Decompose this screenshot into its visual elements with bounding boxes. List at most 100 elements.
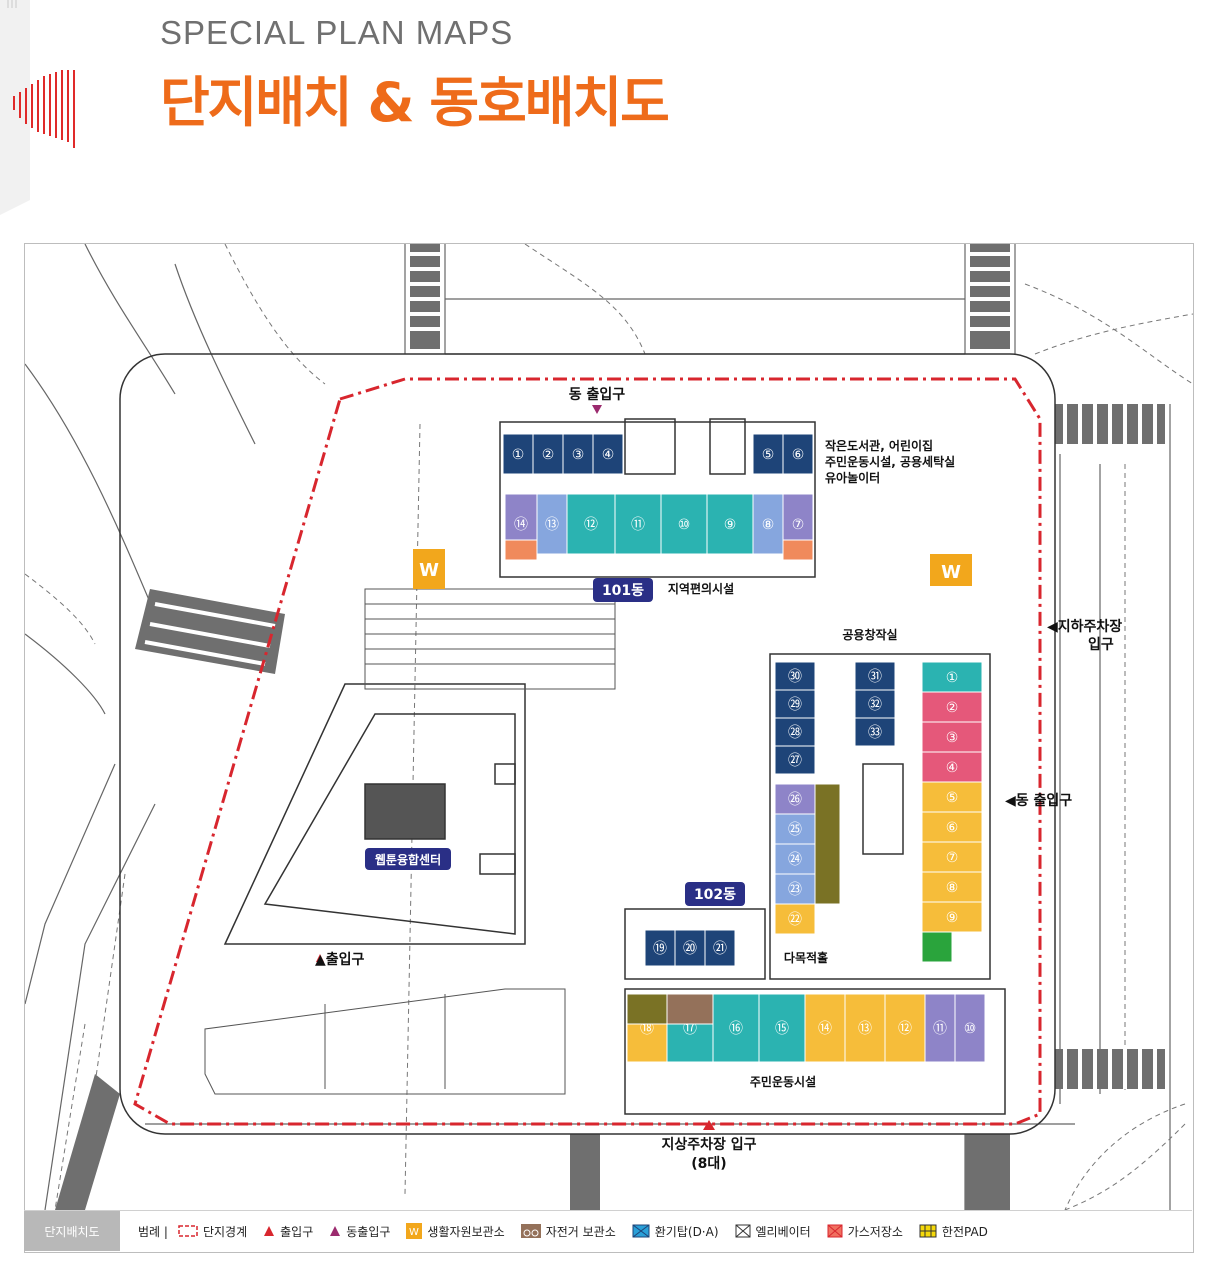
legend-label: 한전PAD [941,1224,988,1239]
multipurpose-hall-label: 다목적홀 [784,950,828,965]
legend-label: 생활자원보관소 [427,1224,505,1239]
waste-storage-1-label: W [419,560,439,581]
underground-parking-label-1: ◀지하주차장 [1047,618,1122,635]
legend-bar: 단지배치도 범례 | 단지경계 출입구 동출입구 W 생활자원보관소 자전거 보… [24,1210,1192,1251]
facility-label-1: 작은도서관, 어린이집 [825,438,933,453]
unit-102-a [774,717,816,747]
surface-parking-label-2: (8대) [691,1156,726,1172]
legend-item-pad: 한전PAD [919,1223,988,1240]
unit-102-c-label: ㉒ [788,912,802,928]
unit-102-south [954,993,986,1063]
legend-label: 환기탑(D·A) [654,1224,719,1239]
unit-102-south [758,993,806,1063]
header-subtitle: SPECIAL PLAN MAPS [160,14,514,51]
facility-label-3: 유아놀이터 [825,470,880,485]
unit-101-top-label: ② [542,447,555,463]
building-102-frame [624,653,1006,1115]
unit-102-east-label: ③ [946,730,959,746]
unit-102-d-label: ⑳ [683,941,697,957]
unit-102-a-label: ㉘ [788,725,802,741]
unit-102-b-label: ㉜ [868,697,882,713]
unit-102-c-extra [814,783,841,905]
site-plan-map: ①②③④⑤⑥⑭⑬⑫⑪⑩⑨⑧⑦㉚㉙㉘㉗㉛㉜㉝㉖㉕㉔㉓㉒⑲⑳㉑①②③④⑤⑥⑦⑧⑨⑱⑰… [25,244,1193,1210]
waste-storage-1 [413,549,445,589]
unit-101-bottom-label: ⑬ [545,517,559,533]
entrance-top-label: 동 출입구 [569,386,626,403]
site-curb [119,353,1056,1135]
unit-102-south-label: ⑯ [729,1021,743,1037]
building-102-badge [685,882,745,906]
unit-102-east-label: ② [946,700,959,716]
unit-101-bottom-label: ⑭ [514,517,528,533]
unit-102-east [921,871,983,903]
unit-101-top [502,433,534,475]
unit-102-east-label: ⑥ [946,820,959,836]
unit-102-b-label: ㉝ [868,725,882,741]
unit-101-extra [504,539,538,561]
entrance-east-label: ◀동 출입구 [1005,792,1072,809]
unit-102-c-label: ㉕ [788,822,802,838]
webtoon-center-building [223,683,526,945]
unit-102-south-label: ⑬ [858,1021,872,1037]
vent-icon [632,1224,650,1238]
unit-101-top-label: ⑥ [792,447,805,463]
unit-102-south [884,993,926,1063]
unit-102-south-label: ⑪ [933,1021,947,1037]
legend-item-elevator: 엘리베이터 [735,1223,811,1240]
unit-102-south-label: ⑩ [964,1021,977,1037]
waste-storage-2 [930,554,972,586]
unit-102-east-label: ⑧ [946,880,959,896]
unit-101-bottom-label: ⑦ [792,517,805,533]
unit-102-b [854,689,896,719]
unit-102-d [704,929,736,967]
unit-102-east [921,781,983,813]
shared-workshop-label: 공용창작실 [842,627,897,642]
unit-102-south-label: ⑱ [640,1021,654,1037]
legend-label: 동출입구 [346,1224,391,1239]
unit-102-south [712,993,760,1063]
unit-102-south-label: ⑫ [898,1021,912,1037]
unit-102-c [774,873,816,905]
unit-102-a [774,745,816,775]
unit-102-b [854,717,896,747]
unit-102-d [644,929,676,967]
w-box-icon: W [406,1223,423,1239]
convenience-label: 지역편의시설 [668,581,734,596]
webtoon-center-label: 웹툰융합센터 [375,852,441,867]
unit-102-south [804,993,846,1063]
gas-icon [827,1224,843,1238]
unit-101-extra [782,539,814,561]
legend-label: 엘리베이터 [755,1224,811,1239]
bicycle-icon [520,1224,541,1238]
elevator-icon [735,1224,751,1238]
unit-102-a-label: ㉙ [788,697,802,713]
unit-102-east [921,691,983,723]
pad-icon [919,1224,937,1238]
road-lines [25,244,1171,1210]
unit-101-bottom-label: ⑩ [678,517,691,533]
underground-parking-label-2: 입구 [1088,637,1114,653]
unit-102-a-label: ㉗ [788,753,802,769]
unit-102-d-label: ⑲ [653,941,667,957]
svg-text:W: W [409,1227,419,1238]
unit-102-c [774,843,816,875]
unit-102-east-extra [921,931,953,963]
legend-label: 출입구 [280,1224,314,1239]
unit-102-east [921,751,983,783]
dashed-box-icon [178,1225,198,1237]
surface-parking [204,988,566,1095]
unit-102-east-label: ⑨ [946,910,959,926]
unit-102-east-label: ① [946,670,959,686]
unit-102-b-label: ㉛ [868,669,882,685]
unit-101-bottom [752,493,784,555]
surface-parking-label-1: 지상주차장 입구 [661,1136,756,1153]
unit-101-bottom [614,493,662,555]
entrance-marker-main [316,954,324,962]
unit-101-top [592,433,624,475]
unit-102-east [921,901,983,933]
unit-102-south-label: ⑮ [775,1021,789,1037]
legend-label: 자전거 보관소 [545,1224,616,1239]
legend-item-vent: 환기탑(D·A) [632,1223,719,1240]
legend-item-entrance: 출입구 [263,1223,313,1240]
legend-title: 범례 | [138,1224,168,1239]
